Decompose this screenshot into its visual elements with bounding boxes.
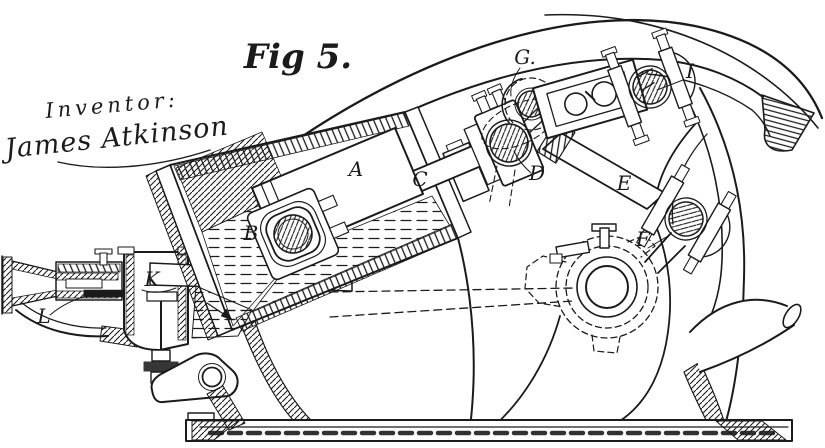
valve-stem-nut xyxy=(151,349,171,362)
i-pin-ring xyxy=(628,65,672,109)
exhaust-pipe-bottom-edge xyxy=(699,324,795,373)
crank-left-bracket xyxy=(555,240,591,259)
i-nut-br xyxy=(683,115,701,128)
valve-disc-dark xyxy=(83,289,127,298)
f-clamp-plate-right xyxy=(687,202,732,263)
body-crankcase-front xyxy=(491,315,561,429)
d-stud-2 xyxy=(491,88,507,108)
label-f-leader xyxy=(647,235,669,249)
valve-stud xyxy=(99,252,108,266)
f-pin-hatched xyxy=(668,201,704,237)
i-nut-bl xyxy=(632,134,650,147)
i-clamp-plate-right xyxy=(657,46,693,110)
b-pin-hatched xyxy=(273,214,313,254)
link-frame-hole-left xyxy=(564,92,588,116)
eccentric-linkage-dashed xyxy=(329,287,577,318)
crankshaft xyxy=(524,223,686,354)
crank-strap-line-1 xyxy=(644,232,672,263)
signature-flourish xyxy=(57,149,211,169)
body-right-outer-upper xyxy=(699,87,746,279)
label-k-leader xyxy=(141,287,177,293)
flow-arrow-head xyxy=(220,308,233,321)
valve-stem-guide xyxy=(146,291,178,302)
cylinder-top-wall-ribbed xyxy=(173,112,410,181)
body-right-inner xyxy=(686,97,724,331)
jacket-wedge xyxy=(191,285,253,339)
bend-pipe-outer xyxy=(15,309,109,338)
beam-arm-ribbed-end xyxy=(761,94,815,152)
crosshead-d xyxy=(463,83,545,187)
g-solid-arc xyxy=(501,77,523,124)
d-stud-1 xyxy=(475,95,492,114)
jacket-wedge-water xyxy=(191,285,253,339)
label-i: I xyxy=(685,59,695,83)
exhaust-pipe-mouth xyxy=(782,303,802,329)
label-i-leader xyxy=(656,79,684,91)
i-pin-hatched xyxy=(632,69,668,105)
gudgeon-bearing-b xyxy=(246,187,350,281)
stuffing-box-cap xyxy=(445,138,464,152)
valve-chest-cover xyxy=(57,263,121,273)
label-a: A xyxy=(347,157,363,181)
stand-leg-left-hatched xyxy=(238,311,317,431)
label-b: B xyxy=(243,221,259,245)
label-c: C xyxy=(412,167,427,191)
label-l: L xyxy=(36,304,50,328)
bell-crank-pivot-hole xyxy=(201,366,223,388)
d-pin-hatched xyxy=(489,123,529,163)
link-frame-key xyxy=(584,90,596,101)
exhaust-pipe-top-edge xyxy=(689,298,788,333)
inventor-signature: James Atkinson xyxy=(0,111,230,166)
bend-pipe-inner xyxy=(21,302,107,329)
d-pin-ring xyxy=(485,119,533,167)
crank-lobe-top-dashed xyxy=(627,234,656,258)
base-bar xyxy=(185,419,793,442)
part-labels: A B C D E F G. I K L xyxy=(36,45,695,328)
valve-seat xyxy=(65,278,103,289)
label-f: F xyxy=(635,227,651,251)
figure-title: Fig 5. xyxy=(243,37,352,77)
crank-shaft-journal xyxy=(585,265,629,309)
f-cap-arc xyxy=(702,214,731,258)
valve-box-lip-left xyxy=(117,246,135,255)
label-e: E xyxy=(616,171,632,195)
base-plate xyxy=(185,412,793,442)
b-stud-1 xyxy=(317,194,338,213)
label-d-leader xyxy=(513,150,532,174)
crank-strap-line-2 xyxy=(657,245,686,274)
beam-arm-outer-edge xyxy=(276,18,824,155)
exhaust-pipe-body xyxy=(690,299,796,372)
label-l-leader xyxy=(49,294,91,316)
eccentric-rod-dashed-2 xyxy=(329,300,574,318)
beam-arm-inner-edge xyxy=(544,13,819,129)
label-g: G. xyxy=(514,45,536,69)
f-pin-ring xyxy=(664,197,708,241)
exhaust-pipe xyxy=(689,298,802,373)
label-g-leader xyxy=(510,67,521,97)
base-foot-right-hatched xyxy=(715,420,787,441)
bearing-i xyxy=(600,27,701,147)
lower-water-jacket xyxy=(251,195,451,313)
bearing-f xyxy=(636,163,737,275)
crank-left-bracket-foot xyxy=(549,253,563,264)
eccentric-rod-dashed-1 xyxy=(329,287,577,293)
crank-counterweight-dashed xyxy=(524,255,567,308)
inlet-funnel-mouth xyxy=(2,256,13,314)
bell-crank-strut-hatched xyxy=(206,385,246,431)
valve-box-left-wall xyxy=(125,254,135,336)
label-d: D xyxy=(528,161,545,185)
f-clamp-plate-left xyxy=(640,175,685,236)
label-k: K xyxy=(144,267,161,291)
d-guide-dashed xyxy=(488,165,516,209)
i-clamp-plate-left xyxy=(607,64,643,128)
crank-top-bracket-stem xyxy=(599,227,610,249)
body-right-outer-lower xyxy=(723,277,745,429)
inlet-cone-edges xyxy=(11,260,59,307)
b-pin-ring xyxy=(277,218,309,250)
b-stud-2 xyxy=(329,221,350,239)
link-frame-tie-left xyxy=(523,106,543,134)
body-crankcase-right xyxy=(599,225,671,432)
